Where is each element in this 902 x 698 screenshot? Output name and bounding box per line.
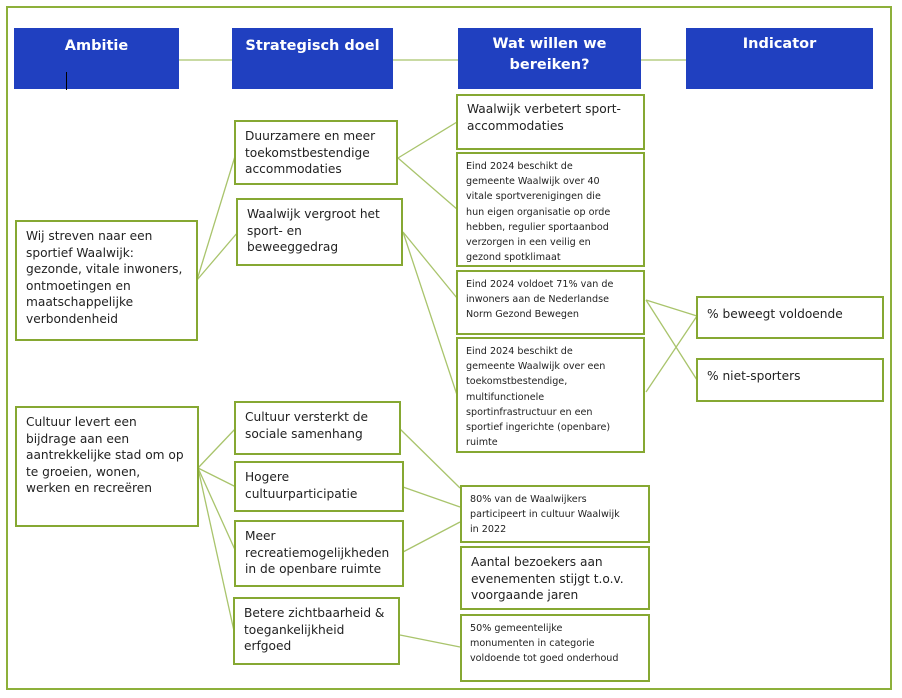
header-wat-willen-we-bereiken: Wat willen we bereiken? [458, 28, 641, 89]
resultaat-bezoekers-evenementen: Aantal bezoekers aan evenementen stijgt … [460, 546, 650, 610]
resultaat-sportaccommodaties: Waalwijk verbetert sport- accommodaties [456, 94, 645, 150]
doel-beweeggedrag: Waalwijk vergroot het sport- en beweegge… [236, 198, 403, 266]
resultaat-norm-gezond-bewegen: Eind 2024 voldoet 71% van de inwoners aa… [456, 270, 645, 335]
diagram-frame [6, 6, 892, 690]
indicator-beweegt-voldoende: % beweegt voldoende [696, 296, 884, 339]
resultaat-cultuurparticipatie: 80% van de Waalwijkers participeert in c… [460, 485, 650, 543]
connector-ambitie-doel [197, 467, 235, 632]
connector-resultaat-indicator [645, 299, 698, 317]
connector-resultaat-indicator [645, 315, 698, 393]
doel-sociale-samenhang: Cultuur versterkt de sociale samenhang [234, 401, 401, 455]
resultaat-monumenten: 50% gemeentelijke monumenten in categori… [460, 614, 650, 682]
connector-doel-resultaat [397, 157, 459, 211]
connector-ambitie-doel [197, 467, 237, 488]
doel-cultuurparticipatie: Hogere cultuurparticipatie [234, 461, 404, 512]
resultaat-vitale-sportverenigingen: Eind 2024 beschikt de gemeente Waalwijk … [456, 152, 645, 267]
connector-doel-resultaat [399, 634, 461, 648]
header-indicator: Indicator [686, 28, 873, 89]
indicator-niet-sporters: % niet-sporters [696, 358, 884, 402]
connector-doel-resultaat [402, 231, 458, 299]
connector-ambitie-doel [197, 427, 237, 469]
text-cursor [66, 72, 67, 90]
doel-recreatiemogelijkheden: Meer recreatiemogelijkheden in de openba… [234, 520, 404, 587]
connector-doel-resultaat [397, 121, 458, 159]
header-ambitie: Ambitie [14, 28, 179, 89]
connector-doel-resultaat [402, 521, 461, 553]
connector-ambitie-doel [196, 152, 237, 281]
connector-ambitie-doel [196, 231, 239, 281]
doel-accommodaties: Duurzamere en meer toekomstbestendige ac… [234, 120, 398, 185]
connector-doel-resultaat [398, 427, 461, 489]
ambitie-cultuur: Cultuur levert een bijdrage aan een aant… [15, 406, 199, 527]
connector-ambitie-doel [197, 467, 237, 553]
connector-doel-resultaat [402, 231, 458, 396]
resultaat-sportinfrastructuur: Eind 2024 beschikt de gemeente Waalwijk … [456, 337, 645, 453]
header-strategisch-doel: Strategisch doel [232, 28, 393, 89]
doel-erfgoed: Betere zichtbaarheid & toegankelijkheid … [233, 597, 400, 665]
connector-resultaat-indicator [645, 299, 698, 381]
ambitie-sport: Wij streven naar een sportief Waalwijk: … [15, 220, 198, 341]
connector-doel-resultaat [402, 486, 461, 508]
